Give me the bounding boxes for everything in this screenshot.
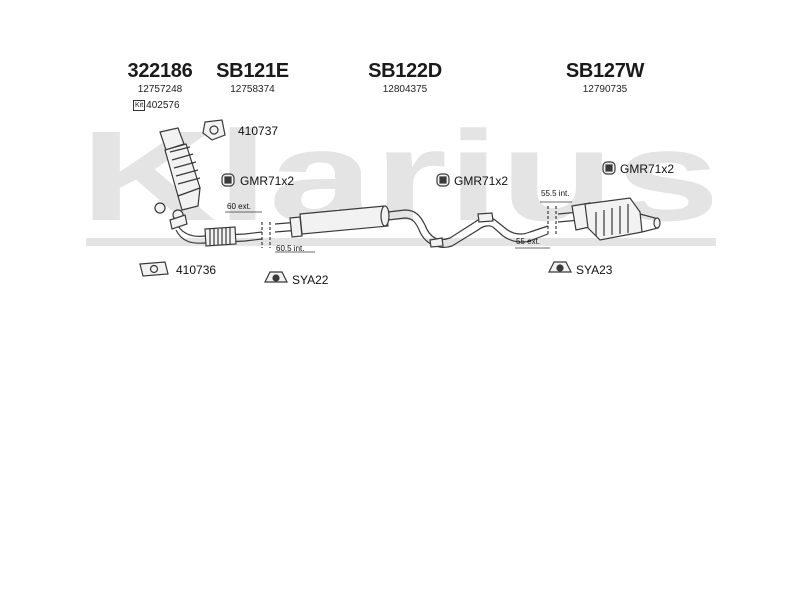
gasket-410737-icon: [202, 119, 226, 141]
dimension-60-ext: 60 ext.: [227, 202, 252, 211]
joint-marker-1: [225, 211, 315, 253]
part-code-front-pipe: SB121E: [216, 60, 289, 82]
front-pipe-icon: [169, 214, 263, 247]
part-code-centre-silencer: SB122D: [368, 60, 442, 82]
oem-centre-silencer: 12804375: [382, 84, 428, 95]
catalytic-converter-icon: [154, 127, 201, 221]
part-code-catalyst: 322186: [127, 60, 193, 82]
label-clamp-gmr-2: GMR71x2: [454, 174, 509, 188]
label-gasket-410737: 410737: [238, 124, 279, 138]
part-code-rear-silencer: SB127W: [565, 60, 645, 82]
centre-silencer-icon: [274, 205, 549, 248]
dimension-55-ext: 55 ext.: [516, 237, 541, 246]
oem-catalyst: 12757248: [137, 84, 183, 95]
joint-marker-2: [515, 201, 572, 249]
hanger-sya23-icon: [548, 261, 572, 273]
label-hanger-sya23: SYA23: [576, 263, 613, 277]
watermark-underline: [86, 238, 716, 246]
clamp-gmr-icon-2: [436, 173, 450, 187]
label-gasket-410736: 410736: [176, 263, 217, 277]
hanger-sya22-icon: [264, 271, 288, 283]
label-hanger-sya22: SYA22: [292, 273, 329, 287]
label-clamp-gmr-3: GMR71x2: [620, 162, 675, 176]
dimension-60-5-int: 60.5 int.: [276, 244, 305, 253]
oem-front-pipe: 12758374: [230, 84, 275, 95]
dimension-55-5-int: 55.5 int.: [541, 189, 570, 198]
clamp-gmr-icon-1: [221, 173, 235, 187]
label-clamp-gmr-1: GMR71x2: [240, 174, 295, 188]
gasket-410736-icon: [139, 261, 169, 277]
kit-badge: Kit: [133, 100, 146, 111]
kit-number: 402576: [146, 100, 180, 111]
clamp-gmr-icon-3: [602, 161, 616, 175]
oem-rear-silencer: 12790735: [582, 84, 628, 95]
rear-silencer-icon: [557, 197, 661, 241]
